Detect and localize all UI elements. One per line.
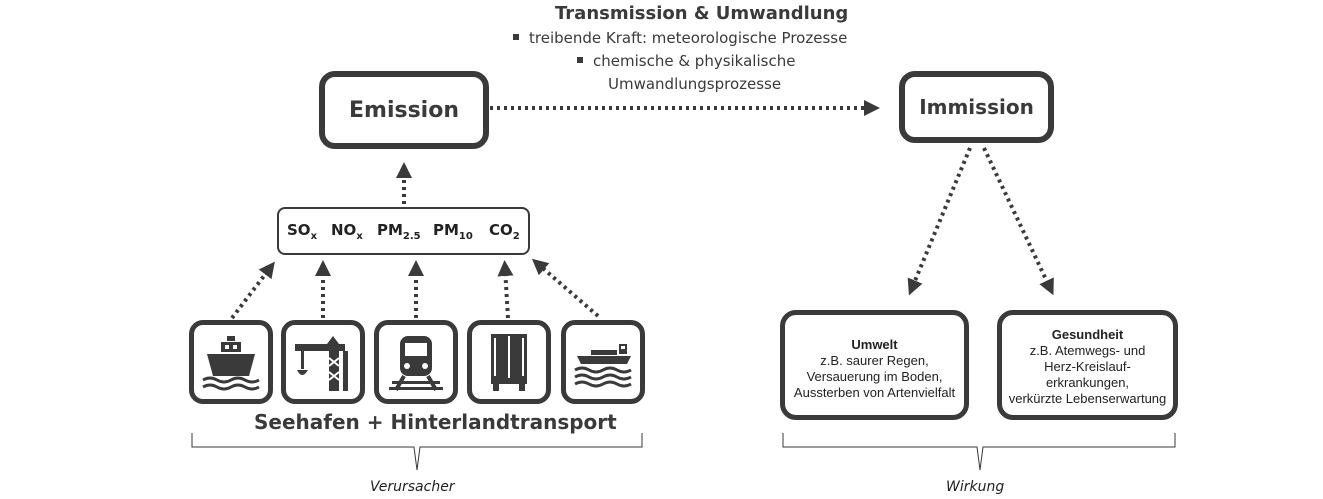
gesundheit-box: Gesundheit z.B. Atemwegs- und Herz-Kreis… [997, 310, 1178, 420]
sources-caption: Seehafen + Hinterlandtransport [254, 410, 617, 434]
verursacher-brace [191, 433, 643, 471]
ship-icon-box [189, 320, 273, 404]
pollutant-pm25: PM2.5 [377, 221, 421, 242]
pollutant-co2: CO2 [489, 221, 520, 242]
bullet-square-icon [577, 56, 583, 63]
verursacher-label: Verursacher [370, 479, 455, 495]
emission-box: Emission [319, 71, 489, 149]
pollutant-nox: NOx [331, 221, 363, 242]
immission-to-umwelt-arrow [907, 147, 972, 296]
emission-label: Emission [349, 97, 459, 123]
crane-icon [295, 336, 348, 391]
transmission-bullet-1: treibende Kraft: meteorologische Prozess… [513, 29, 847, 47]
umwelt-line: z.B. saurer Regen, [820, 353, 929, 368]
ship-arrow [230, 261, 275, 320]
wirkung-label: Wirkung [946, 479, 1005, 495]
bullet-text: treibende Kraft: meteorologische Prozess… [529, 29, 848, 47]
train-icon-box [374, 320, 458, 404]
gesundheit-line: z.B. Atemwegs- und [1029, 343, 1146, 358]
pollutant-pm10: PM10 [433, 221, 473, 242]
transmission-bullet-2: chemische & physikalische [577, 52, 795, 70]
wirkung-brace [782, 433, 1176, 471]
umwelt-line: Versauerung im Boden, [806, 369, 943, 384]
gesundheit-title: Gesundheit [1051, 327, 1124, 342]
barge-icon [574, 344, 632, 388]
truck-icon-box [467, 320, 551, 404]
truck-icon [491, 334, 527, 391]
crane-icon-box [281, 320, 365, 404]
umwelt-title: Umwelt [851, 337, 898, 352]
umwelt-box: Umwelt z.B. saurer Regen, Versauerung im… [780, 310, 969, 420]
immission-label: Immission [919, 95, 1034, 119]
barge-arrow [531, 258, 600, 318]
immission-to-gesundheit-arrow [982, 147, 1054, 296]
transmission-title: Transmission & Umwandlung [555, 3, 849, 24]
transmission-bullet-2-cont: Umwandlungsprozesse [608, 75, 782, 93]
truck-arrow [497, 260, 514, 319]
gesundheit-line: erkrankungen, [1045, 375, 1130, 390]
train-icon [389, 336, 443, 391]
immission-box: Immission [899, 71, 1054, 143]
umwelt-line: Aussterben von Artenvielfalt [793, 385, 956, 400]
gesundheit-line: Herz-Kreislauf- [1044, 359, 1131, 374]
bullet-square-icon [513, 33, 519, 40]
bullet-text: chemische & physikalische [593, 52, 796, 70]
pollutants-box: SOx NOx PM2.5 PM10 CO2 [277, 207, 530, 255]
pollutant-sox: SOx [287, 221, 318, 242]
barge-icon-box [561, 320, 645, 404]
gesundheit-line: verkürzte Lebenserwartung [1008, 391, 1167, 406]
ship-icon [202, 336, 260, 391]
